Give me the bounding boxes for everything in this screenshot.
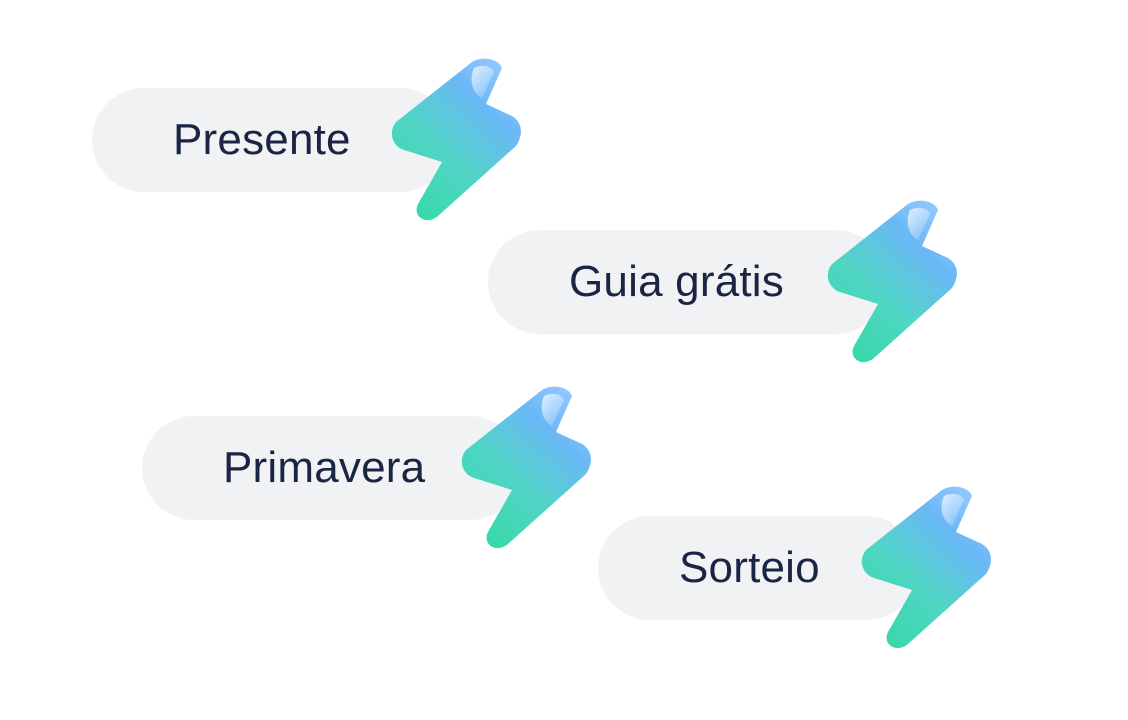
lightning-bolt-icon [456,382,596,554]
tag-label: Guia grátis [569,257,784,306]
tag-label: Primavera [223,443,426,492]
lightning-bolt-icon [386,54,526,226]
tag-pill-primavera[interactable]: Primavera [142,416,522,520]
tag-pill-guia-gratis[interactable]: Guia grátis [488,230,888,334]
lightning-bolt-icon [822,196,962,368]
tag-label: Sorteio [679,543,820,592]
tag-label: Presente [173,115,351,164]
tag-pill-presente[interactable]: Presente [92,88,452,192]
lightning-bolt-icon [856,482,996,654]
